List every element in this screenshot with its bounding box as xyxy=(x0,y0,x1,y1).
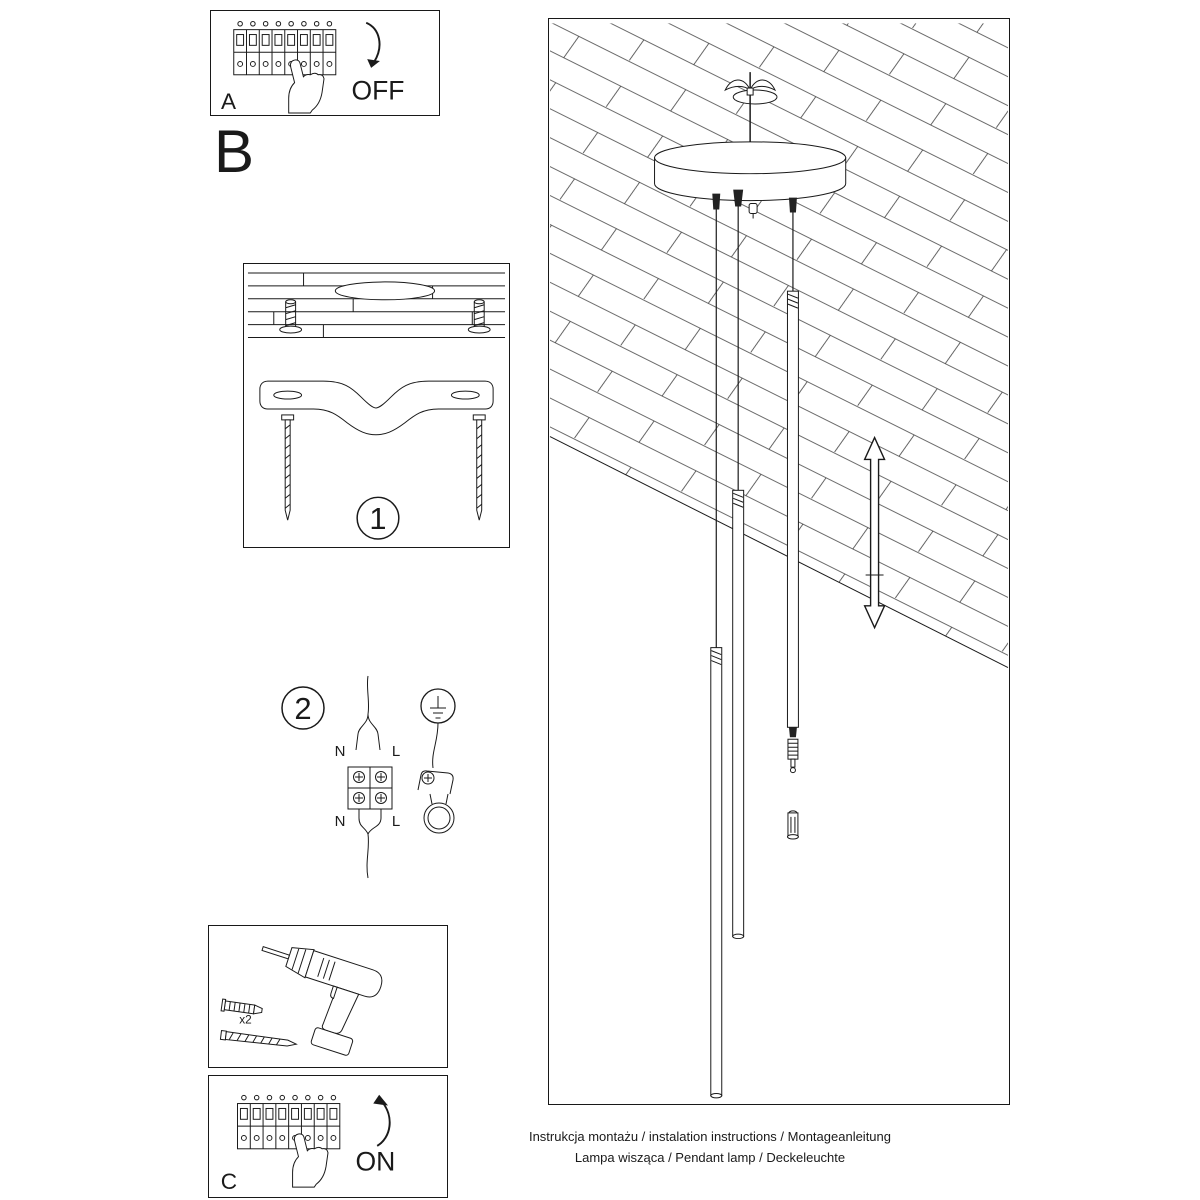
pendant-tube-left xyxy=(710,647,723,1097)
switch-up-arrow-icon xyxy=(376,1099,391,1147)
panel-a-letter: A xyxy=(221,89,236,114)
breaker-toggles xyxy=(239,1107,338,1141)
pendant-tube-right xyxy=(786,290,799,728)
drill-battery xyxy=(310,1027,354,1056)
height-adjust-arrow-icon xyxy=(863,435,886,630)
drill-drawing xyxy=(261,946,383,1056)
screw-drawing xyxy=(219,1029,298,1047)
spare-plug xyxy=(748,203,758,219)
breaker-terminal-screws xyxy=(241,1094,337,1101)
ceiling-hole xyxy=(732,89,778,105)
footer-line-1: Instrukcja montażu / instalation instruc… xyxy=(528,1129,892,1144)
arrowhead xyxy=(373,1094,389,1106)
tube-connector-parts xyxy=(786,727,799,840)
panel-step1-bracket: 1 xyxy=(243,263,510,548)
breaker-terminal-screws xyxy=(237,21,333,27)
ceiling-edge xyxy=(549,436,1009,668)
section-b-label: B xyxy=(214,118,255,185)
cord-grips xyxy=(712,189,797,213)
footer-line-2: Lampa wisząca / Pendant lamp / Deckeleuc… xyxy=(574,1149,846,1165)
panel-c-letter: C xyxy=(221,1169,237,1194)
mounting-stud-right xyxy=(467,299,491,334)
wire-label-n-bottom: N xyxy=(335,813,346,830)
panel-c-power-on: ON C xyxy=(208,1075,448,1198)
power-off-drawing: OFF A xyxy=(221,21,404,114)
off-label: OFF xyxy=(351,75,404,105)
mounting-bracket xyxy=(259,380,494,436)
bracket-mounting-drawing: 1 xyxy=(247,272,506,540)
wire-label-l-top: L xyxy=(392,743,400,760)
hand-icon xyxy=(288,59,325,114)
ground-wire xyxy=(432,722,439,769)
screw-long-right xyxy=(472,414,486,521)
breaker-toggles xyxy=(236,34,334,67)
mounting-stud-left xyxy=(279,299,303,334)
supply-wire xyxy=(355,675,381,751)
ceiling-recess xyxy=(334,281,436,301)
ceiling-plane xyxy=(549,23,1009,668)
output-wire xyxy=(358,809,382,879)
plug-count-label: x2 xyxy=(239,1013,252,1027)
arrowhead xyxy=(367,59,380,68)
panel-lamp-overview xyxy=(548,18,1010,1105)
suspension-cables xyxy=(715,206,794,649)
step-number-badge: 1 xyxy=(356,496,400,540)
hand-icon xyxy=(292,1133,329,1188)
drill-handle xyxy=(321,986,360,1034)
pendant-lamp-drawing xyxy=(549,23,1009,1099)
step-number: 1 xyxy=(369,501,386,536)
wall-plug-drawing xyxy=(220,998,263,1015)
panel-tools: x2 xyxy=(208,925,448,1068)
cable-clamp-drawing xyxy=(417,770,455,834)
terminal-screws xyxy=(353,771,387,804)
tools-drawing: x2 xyxy=(219,946,383,1056)
pendant-tubes xyxy=(710,290,799,1099)
bracket-slot-left xyxy=(273,390,303,400)
canopy-drawing xyxy=(654,141,847,202)
drill-trigger xyxy=(330,985,338,1000)
bracket-slot-right xyxy=(450,390,480,400)
power-on-drawing: ON C xyxy=(221,1094,396,1194)
panel-step2-wiring: 2 N L N L xyxy=(262,672,474,884)
switch-down-arrow-icon xyxy=(365,21,381,63)
circuit-breaker-drawing xyxy=(237,1094,391,1188)
toggle-anchor-icon xyxy=(724,72,777,144)
wire-label-n-top: N xyxy=(335,743,346,760)
footer-caption: Instrukcja montażu / instalation instruc… xyxy=(500,1127,920,1169)
pendant-tube-middle xyxy=(732,489,745,937)
wiring-drawing: 2 N L N L xyxy=(281,675,456,879)
screw-long-left xyxy=(281,414,295,521)
step-number-badge xyxy=(281,686,325,730)
earth-symbol-icon xyxy=(420,688,456,724)
circuit-breaker-drawing xyxy=(233,21,381,114)
wire-label-l-bottom: L xyxy=(392,813,400,830)
step-number: 2 xyxy=(294,691,311,726)
on-label: ON xyxy=(356,1146,396,1176)
panel-a-power-off: OFF A xyxy=(210,10,440,116)
